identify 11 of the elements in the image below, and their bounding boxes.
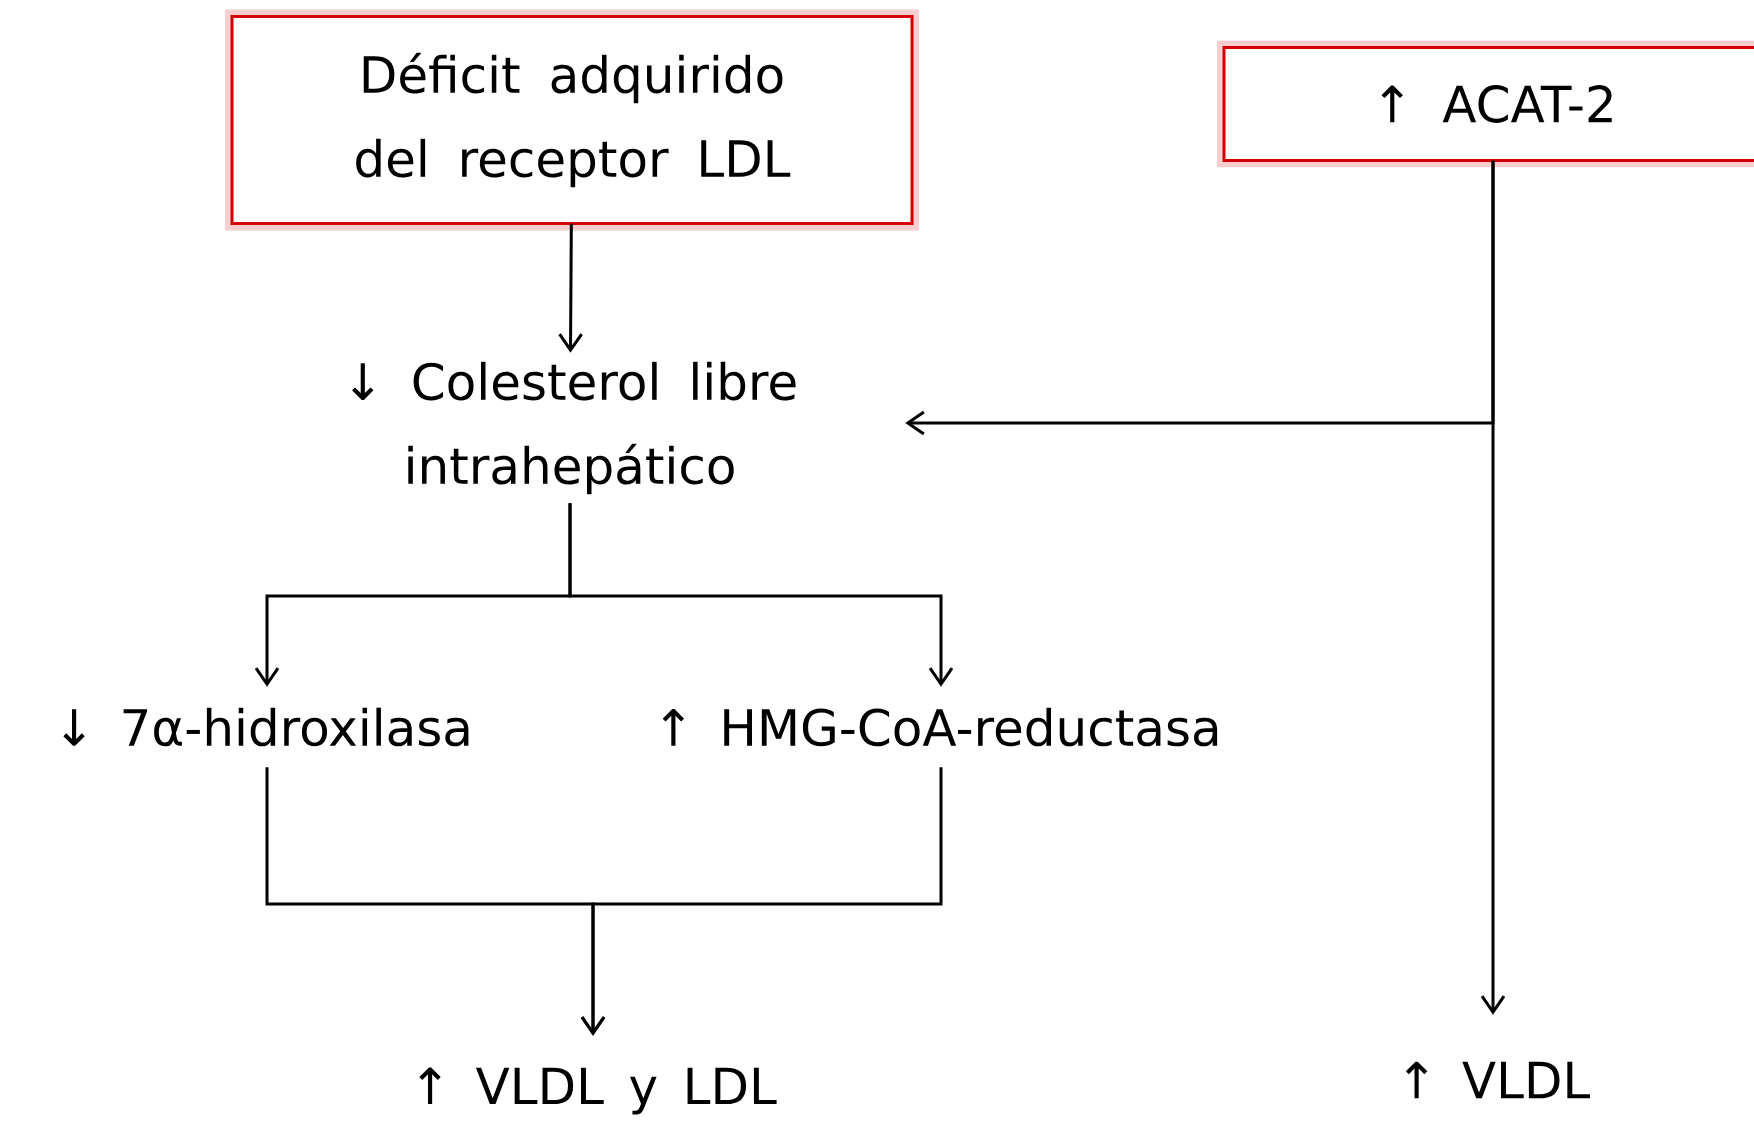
arrow [558, 223, 583, 353]
node-text: ↓ Colesterol libre intrahepático [352, 361, 796, 495]
arrow [580, 767, 943, 1036]
node-text: ↑ VLDL [1405, 1061, 1591, 1099]
highlighted-box: ↑ ACAT-2 [1217, 40, 1754, 168]
arrow [1480, 160, 1506, 1015]
node-text: ↑ HMG-CoA-reductasa [662, 707, 1218, 747]
node-text: ↓ 7α-hidroxilasa [63, 707, 469, 747]
node-text: ↑ VLDL y LDL [419, 1067, 777, 1115]
arrow [568, 503, 954, 687]
highlighted-box: Déficit adquirido del receptor LDL [225, 9, 919, 231]
